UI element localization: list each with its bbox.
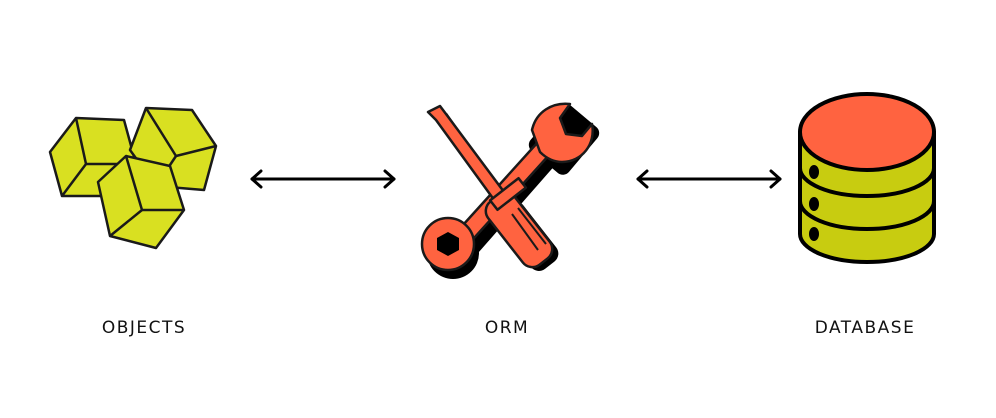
double-arrow-orm-database bbox=[636, 169, 782, 189]
wrench-screwdriver-icon bbox=[420, 102, 600, 279]
screwdriver-tip bbox=[426, 104, 512, 210]
double-arrow-objects-orm bbox=[250, 169, 396, 189]
database-cylinder-icon bbox=[798, 92, 936, 264]
database-top bbox=[798, 92, 936, 172]
objects-label: OBJECTS bbox=[101, 318, 187, 338]
disk-dot-1 bbox=[809, 165, 819, 179]
hex-hole bbox=[437, 232, 459, 256]
disk-dot-3 bbox=[809, 227, 819, 241]
wrench-head bbox=[530, 102, 594, 164]
disk-dot-2 bbox=[809, 197, 819, 211]
database-label: DATABASE bbox=[814, 318, 916, 338]
cubes-icon bbox=[48, 106, 218, 250]
orm-label: ORM bbox=[484, 318, 530, 338]
cube-front bbox=[96, 154, 186, 250]
